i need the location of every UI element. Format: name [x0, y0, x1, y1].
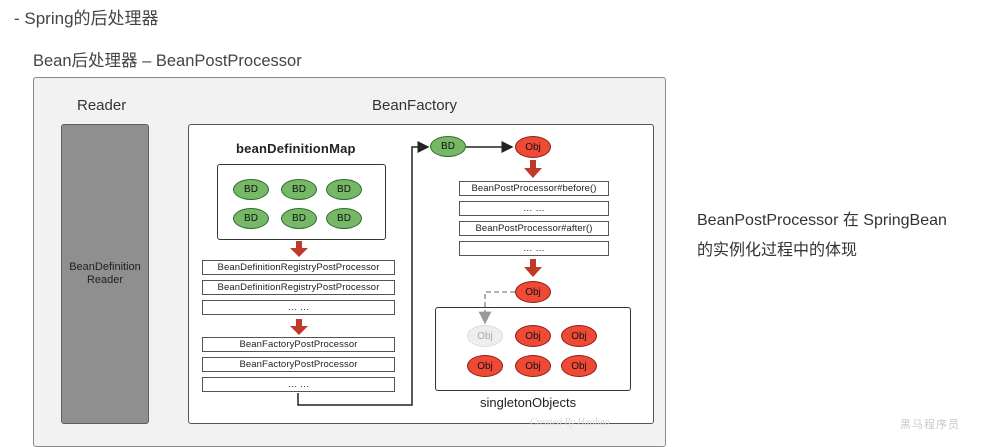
diagram-connectors: [290, 141, 542, 406]
reader-title: Reader: [77, 97, 127, 114]
factory-processor-1: BeanFactoryPostProcessor: [202, 337, 395, 352]
connector-to-bd: [297, 141, 430, 406]
side-note-line-2: 的实例化过程中的体现: [697, 242, 858, 259]
flow-obj: Obj: [515, 136, 551, 158]
subtitle: Bean后处理器 – BeanPostProcessor: [33, 52, 302, 70]
factory-title: BeanFactory: [372, 97, 458, 114]
red-arrow-1: [290, 241, 308, 257]
singleton-objects-title: singletonObjects: [480, 395, 577, 410]
singleton-obj-6: Obj: [561, 355, 597, 377]
bean-definition-reader: BeanDefinitionReader: [61, 124, 149, 424]
result-obj: Obj: [515, 281, 551, 303]
map-bd-6: BD: [326, 208, 362, 229]
registry-processor-more: … …: [202, 300, 395, 315]
bean-post-processor-before: BeanPostProcessor#before(): [459, 181, 609, 196]
red-arrow-2: [290, 319, 308, 335]
map-bd-1: BD: [233, 179, 269, 200]
singleton-obj-3: Obj: [561, 325, 597, 347]
connector-to-singleton: [478, 291, 515, 325]
registry-processor-1: BeanDefinitionRegistryPostProcessor: [202, 260, 395, 275]
bean-post-processor-more-1: … …: [459, 201, 609, 216]
bean-post-processor-more-2: … …: [459, 241, 609, 256]
map-bd-4: BD: [233, 208, 269, 229]
singleton-obj-2: Obj: [515, 325, 551, 347]
red-arrow-4: [524, 259, 542, 277]
singleton-obj-1: Obj: [467, 325, 503, 347]
map-bd-3: BD: [326, 179, 362, 200]
diagram-watermark: Created By Haohao: [530, 417, 610, 428]
section-title: - Spring的后处理器: [14, 9, 159, 28]
flow-bd: BD: [430, 136, 466, 157]
factory-processor-more: … …: [202, 377, 395, 392]
red-arrow-3: [524, 160, 542, 178]
registry-processor-2: BeanDefinitionRegistryPostProcessor: [202, 280, 395, 295]
singleton-obj-4: Obj: [467, 355, 503, 377]
map-bd-5: BD: [281, 208, 317, 229]
side-note-line-1: BeanPostProcessor 在 SpringBean: [697, 212, 947, 229]
singleton-objects-box: [435, 307, 631, 391]
map-bd-2: BD: [281, 179, 317, 200]
bean-post-processor-after: BeanPostProcessor#after(): [459, 221, 609, 236]
bean-definition-map-title: beanDefinitionMap: [236, 141, 356, 156]
corner-watermark: 黑马程序员: [900, 419, 960, 431]
factory-processor-2: BeanFactoryPostProcessor: [202, 357, 395, 372]
singleton-obj-5: Obj: [515, 355, 551, 377]
